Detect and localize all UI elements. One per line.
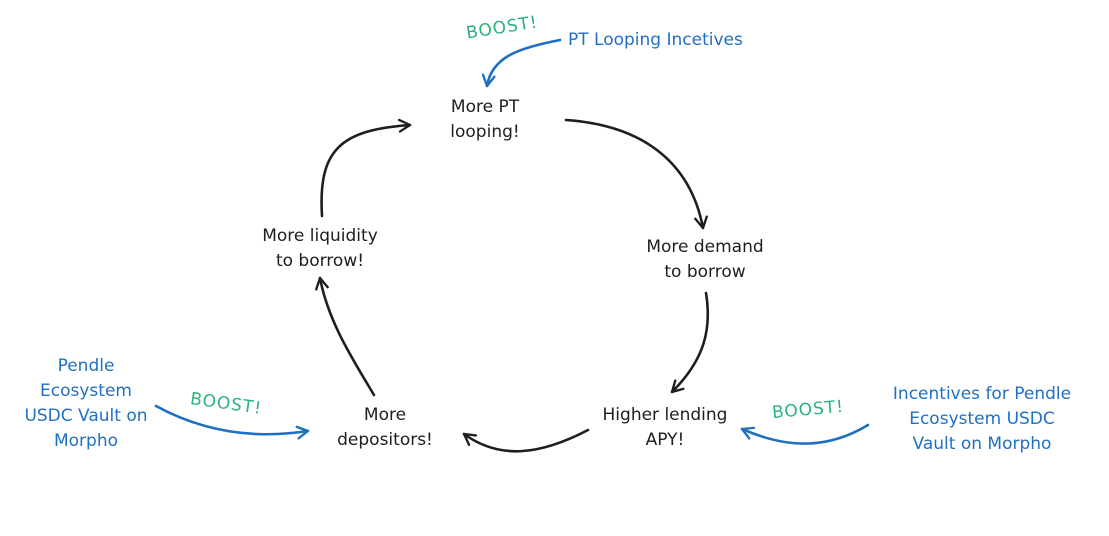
node-label-line: to borrow! — [275, 251, 365, 271]
arrow-liquidity-to-pt-looping — [320, 118, 412, 218]
source-pendle-vault: Pendle Ecosystem USDC Vault on Morpho — [6, 354, 166, 454]
boost-arrow-pt-incentives — [481, 38, 562, 88]
node-label-line: APY! — [645, 430, 685, 450]
arrow-pt-looping-to-demand — [564, 118, 708, 230]
node-more-demand: More demand to borrow — [630, 235, 780, 285]
node-higher-apy: Higher lending APY! — [590, 403, 740, 453]
node-more-liquidity: More liquidity to borrow! — [245, 224, 395, 274]
node-more-pt-looping: More PT looping! — [430, 95, 540, 145]
node-label-line: More liquidity — [262, 226, 378, 246]
source-pt-looping-incentives: PT Looping Incetives — [568, 28, 788, 53]
node-label-line: looping! — [450, 122, 520, 142]
node-more-depositors: More depositors! — [320, 403, 450, 453]
node-label-line: depositors! — [337, 430, 433, 450]
arrow-demand-to-apy — [670, 291, 710, 394]
arrow-depositors-to-liquidity — [315, 276, 376, 397]
node-label-line: More PT — [450, 97, 520, 117]
boost-arrow-vault-incentives — [740, 423, 870, 445]
source-label-line: Vault on Morpho — [912, 434, 1052, 454]
source-label-line: Ecosystem USDC — [909, 409, 1055, 429]
node-label-line: to borrow — [664, 262, 746, 282]
node-label-line: More demand — [646, 237, 764, 257]
source-label-line: Incentives for Pendle — [892, 384, 1072, 404]
node-label-line: More — [363, 405, 407, 425]
source-label-line: Pendle — [57, 356, 115, 376]
source-label-line: Morpho — [53, 431, 119, 451]
source-vault-incentives: Incentives for Pendle Ecosystem USDC Vau… — [872, 382, 1092, 457]
source-label-line: Ecosystem — [40, 381, 132, 401]
source-label-line: USDC Vault on — [24, 406, 148, 426]
node-label-line: Higher lending — [602, 405, 728, 425]
arrow-apy-to-depositors — [462, 428, 590, 453]
boost-arrow-pendle-vault — [154, 404, 310, 440]
source-label-line: PT Looping Incetives — [568, 30, 743, 50]
